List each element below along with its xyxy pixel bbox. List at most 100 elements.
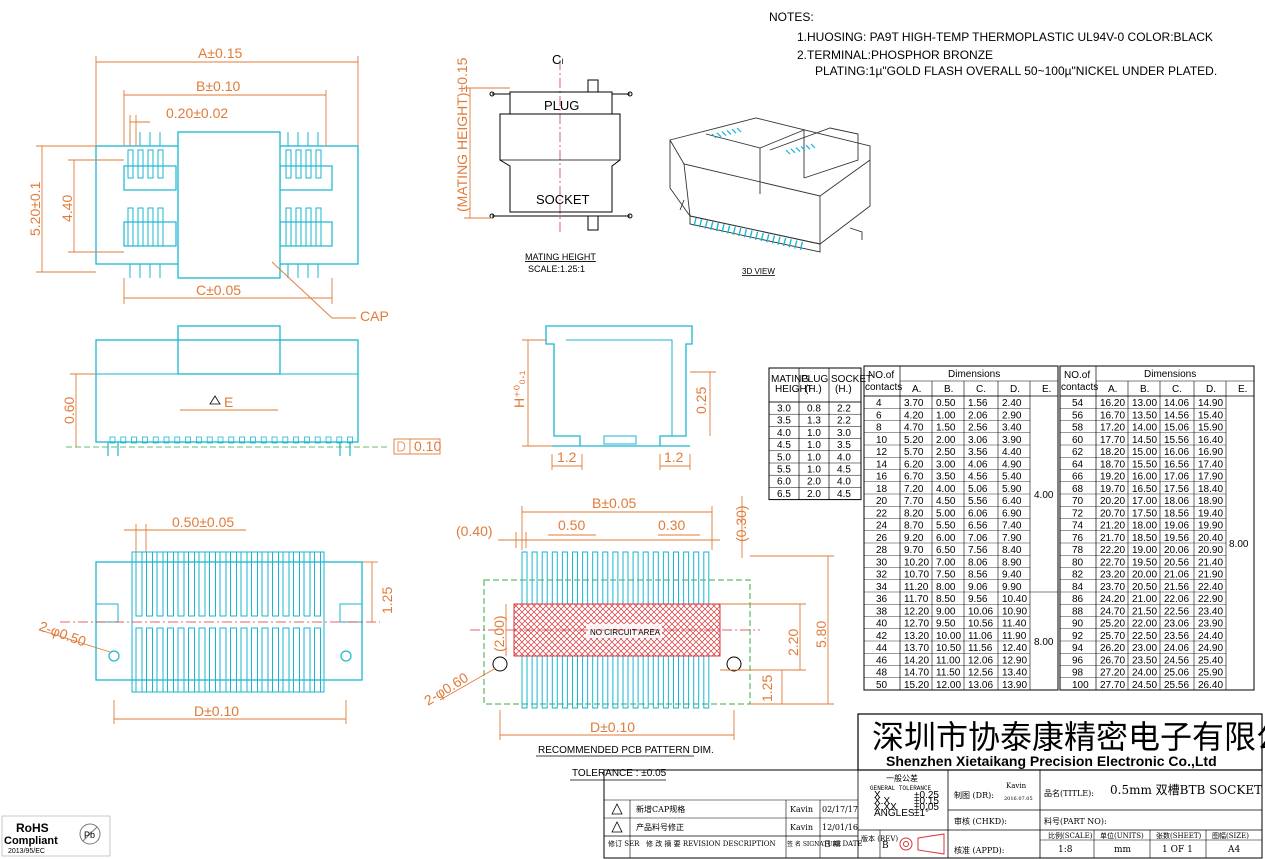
dims-cell: 7.20 [904, 484, 924, 495]
pcb-pad [551, 655, 558, 709]
contact-3d [704, 220, 708, 229]
notes-block: NOTES: 1.HUOSING: PA9T HIGH-TEMP THERMOP… [769, 10, 1217, 78]
dims-cell: 6.00 [936, 533, 956, 544]
dims-cell: 23.06 [1164, 619, 1189, 630]
pcb-pad [652, 655, 659, 709]
dims-cell: 22.90 [1198, 594, 1223, 605]
dims-cell: 20.40 [1198, 533, 1223, 544]
dims-cell: 60 [1072, 435, 1084, 446]
drawing-title: 0.5mm 双槽BTB SOCKET [1110, 783, 1262, 797]
dims-header-col: B. [1140, 384, 1149, 395]
bottom-pitch: 0.50±0.05 [172, 514, 234, 530]
dims-cell: 4.40 [1002, 447, 1022, 458]
dims-cell: 20.70 [1100, 508, 1125, 519]
dims-cell: 15.00 [1132, 447, 1157, 458]
mating-view: Cₗ PLUG SOCKET (MATING HEIGHT)±0.15 MATI… [454, 52, 633, 274]
dims-cell: 17.40 [1198, 459, 1223, 470]
top-dim-inner: 4.40 [59, 195, 75, 222]
height-table-cell: 6.0 [777, 477, 791, 488]
pcb-pad [703, 551, 710, 605]
dims-cell: 18.50 [1132, 533, 1157, 544]
dims-cell: 28 [876, 545, 888, 556]
end-dim-h: H⁺⁰₀.₁ [511, 370, 527, 408]
dims-cell: 26 [876, 533, 888, 544]
dims-cell: 6.70 [904, 472, 924, 483]
mating-scale: SCALE:1.25:1 [528, 264, 585, 274]
pcb-caption: RECOMMENDED PCB PATTERN DIM. [538, 745, 714, 756]
bottom-view: 0.50±0.05 1.25 2-φ0.50 D±0.10 [37, 514, 395, 724]
top-contact [157, 149, 164, 179]
dims-cell: 92 [1072, 631, 1084, 642]
dims-cell: 88 [1072, 606, 1084, 617]
top-view-cap [177, 131, 281, 279]
pcb-tolerance: TOLERANCE : ±0.05 [572, 768, 667, 779]
bottom-contact [272, 627, 279, 693]
dims-cell: 15.90 [1198, 423, 1223, 434]
dims-cell: 32 [876, 570, 888, 581]
bottom-contact [230, 551, 237, 617]
side-view-housing [95, 339, 359, 443]
dims-cell: 26.40 [1198, 680, 1223, 691]
revision-date: 12/01/16 [822, 823, 858, 832]
contact-3d [732, 226, 736, 235]
dims-cell: 11.40 [1002, 619, 1027, 630]
dims-cell: 24.00 [1132, 668, 1157, 679]
dims-cell: 10.40 [1002, 594, 1027, 605]
contact-3d [799, 241, 804, 250]
rev-header-sig: 签 名 SIGNATURE [787, 840, 841, 848]
top-view: A±0.15 B±0.10 0.20±0.02 5.20±0.1 4.40 C±… [27, 45, 389, 324]
side-contact [293, 436, 300, 444]
bottom-contact [135, 551, 143, 617]
dims-cell: 25.56 [1164, 680, 1189, 691]
dims-cell: 9.70 [904, 545, 924, 556]
view-3d [669, 117, 871, 253]
top-view-slot [123, 221, 177, 247]
dims-cell: 96 [1072, 655, 1084, 666]
dims-cell: 18.00 [1132, 521, 1157, 532]
notes-line-3: PLATING:1µ"GOLD FLASH OVERALL 50~100µ"NI… [815, 64, 1217, 78]
pcb-pad [602, 551, 609, 605]
bottom-contact [209, 551, 216, 617]
side-contact [314, 436, 321, 444]
socket-label: SOCKET [536, 192, 590, 207]
dims-cell: 22.50 [1132, 631, 1157, 642]
height-table-header-sub: HEIGHT [775, 384, 813, 395]
dims-cell: 15.06 [1164, 423, 1189, 434]
dims-cell: 19.06 [1164, 521, 1189, 532]
bottom-contact [240, 627, 248, 693]
side-contact [131, 436, 138, 444]
top-contact [147, 207, 154, 247]
dims-cell: 17.56 [1164, 484, 1189, 495]
bottom-contact [219, 551, 227, 617]
units-label: 单位(UNITS) [1100, 831, 1144, 840]
bottom-contact [167, 627, 174, 693]
height-table-cell: 4.5 [837, 465, 851, 476]
end-dim-right: 1.2 [664, 449, 684, 465]
flatness-value: 0.10 [414, 438, 441, 454]
dims-cell: 19.56 [1164, 533, 1189, 544]
height-table-cell: 2.0 [807, 489, 821, 500]
dims-cell: 9.50 [936, 619, 956, 630]
pcb-pad [622, 551, 629, 605]
dims-cell: 3.06 [968, 435, 988, 446]
contact-3d [766, 234, 770, 243]
dims-cell: 21.56 [1164, 582, 1189, 593]
pcb-dim-b: B±0.05 [592, 495, 636, 511]
dims-cell: 21.06 [1164, 570, 1189, 581]
dims-cell: 70 [1072, 496, 1084, 507]
dims-header-col: A. [912, 384, 921, 395]
dims-cell: 16.56 [1164, 459, 1189, 470]
dims-cell: 100 [1072, 680, 1089, 691]
dims-cell: 5.20 [904, 435, 924, 446]
bottom-dim-125: 1.25 [379, 587, 395, 614]
dims-cell: 86 [1072, 594, 1084, 605]
dims-cell: 66 [1072, 472, 1084, 483]
dims-cell: 44 [876, 643, 888, 654]
contact-3d [715, 222, 720, 232]
dims-cell: 2.56 [968, 423, 988, 434]
pcb-pad [561, 551, 568, 605]
dims-cell: 50 [876, 680, 888, 691]
mating-height-dim: (MATING HEIGHT)±0.15 [454, 57, 470, 212]
